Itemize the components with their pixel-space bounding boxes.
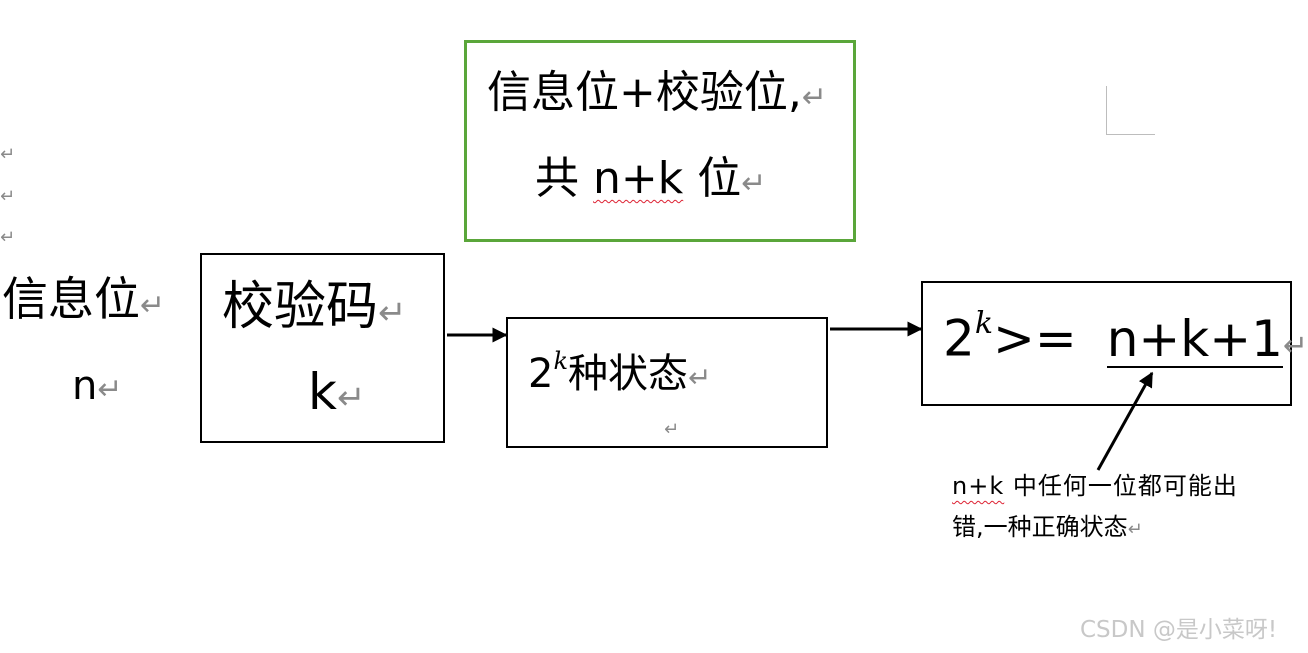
paragraph-mark: ↵ xyxy=(0,227,16,248)
inequality-text: 2k>= n+k+1↵ xyxy=(943,306,1308,368)
paragraph-mark: ↵ xyxy=(0,144,16,165)
total-bits-line2: 共 n+k 位↵ xyxy=(535,153,767,204)
inequality-box: 2k>= n+k+1↵ xyxy=(921,281,1308,406)
csdn-watermark: CSDN @是小菜呀! xyxy=(1080,617,1278,643)
check-code-label: 校验码↵ xyxy=(222,277,407,337)
arrow-annotation-to-rhs xyxy=(1096,371,1154,471)
states-text: 2k种状态↵ xyxy=(528,347,712,397)
states-box: 2k种状态↵ ↵ xyxy=(506,317,828,448)
inequality-rhs: n+k+1 xyxy=(1106,309,1283,368)
paragraph-mark: ↵ xyxy=(0,186,16,207)
paragraph-mark: ↵ xyxy=(664,419,680,440)
annotation-line2: 错,一种正确状态↵ xyxy=(952,513,1143,541)
annotation-line1: n+k 中任何一位都可能出 xyxy=(952,472,1238,500)
total-bits-line1: 信息位+校验位,↵ xyxy=(487,67,827,118)
check-code-var: k↵ xyxy=(308,363,366,421)
page-corner-mark xyxy=(1106,86,1155,135)
info-bits-label: 信息位↵ xyxy=(2,272,166,326)
check-code-box: 校验码↵ k↵ xyxy=(200,253,445,443)
info-bits-var: n↵ xyxy=(72,363,123,409)
total-bits-box: 信息位+校验位,↵ 共 n+k 位↵ xyxy=(464,40,856,242)
